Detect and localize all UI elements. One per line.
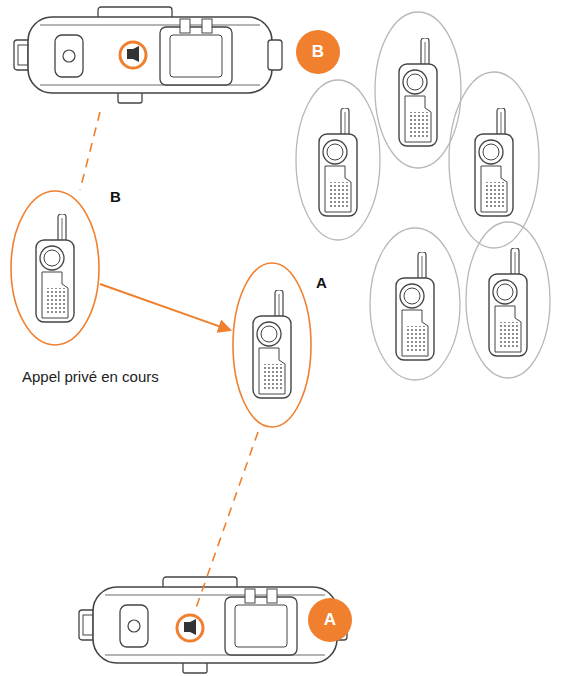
ellipse-outline (232, 262, 312, 428)
radio-ellipse: A (232, 262, 312, 428)
call-arrow (100, 284, 231, 330)
ellipse-outline (10, 190, 100, 346)
callout-letter: A (324, 610, 336, 630)
status-caption: Appel privé en cours (22, 368, 159, 385)
callout-circle: B (296, 30, 340, 74)
radio-ellipse: B (10, 190, 100, 346)
radio-label: A (316, 274, 327, 291)
radio-label: B (110, 188, 121, 205)
callout-circle: A (308, 598, 352, 642)
callout-letter: B (312, 42, 324, 62)
